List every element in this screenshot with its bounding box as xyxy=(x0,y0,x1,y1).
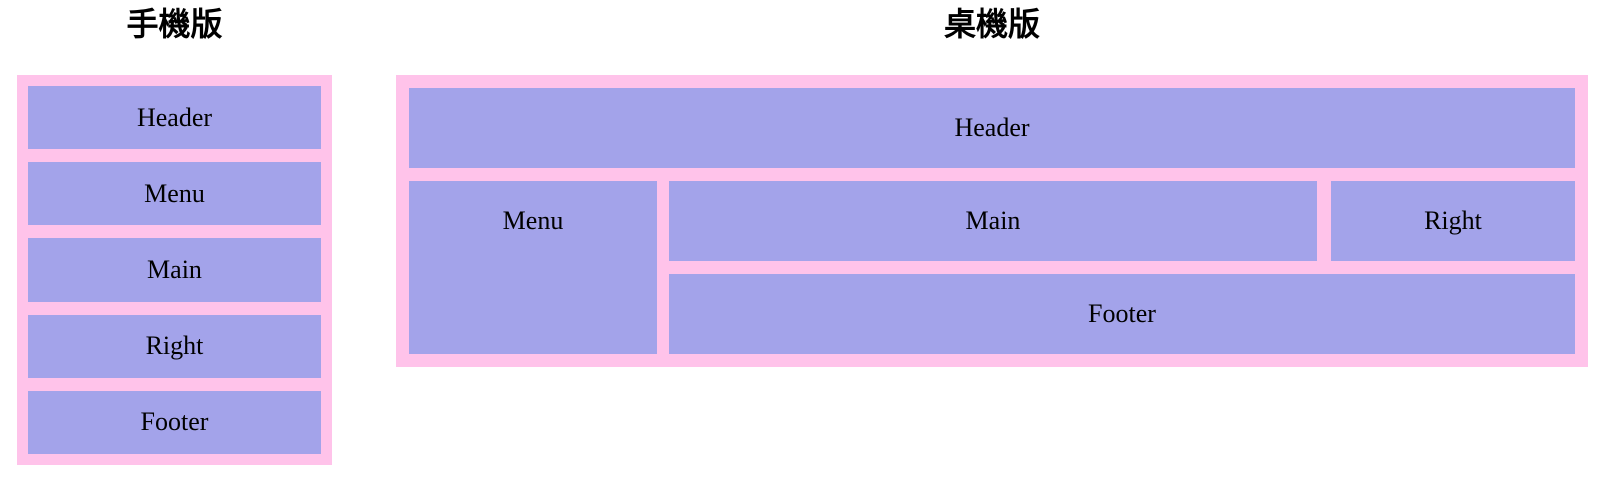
desktop-main-box: Main xyxy=(669,181,1317,261)
mobile-right-box: Right xyxy=(28,314,321,378)
desktop-right-box: Right xyxy=(1331,181,1575,261)
mobile-main-box: Main xyxy=(28,238,321,302)
desktop-main-right-row: Main Right xyxy=(669,181,1575,261)
desktop-body-row: Menu Main Right Footer xyxy=(409,181,1575,354)
desktop-layout-frame: Header Menu Main Right Footer xyxy=(396,75,1588,367)
mobile-menu-box: Menu xyxy=(28,162,321,226)
mobile-header-box: Header xyxy=(28,86,321,150)
mobile-version-title: 手機版 xyxy=(126,6,223,42)
mobile-layout-frame: Header Menu Main Right Footer xyxy=(17,75,332,465)
desktop-footer-box: Footer xyxy=(669,274,1575,354)
desktop-version-title: 桌機版 xyxy=(943,6,1040,42)
desktop-content-column: Main Right Footer xyxy=(669,181,1575,354)
desktop-header-box: Header xyxy=(409,88,1575,168)
mobile-footer-box: Footer xyxy=(28,390,321,455)
desktop-menu-box: Menu xyxy=(409,181,657,354)
